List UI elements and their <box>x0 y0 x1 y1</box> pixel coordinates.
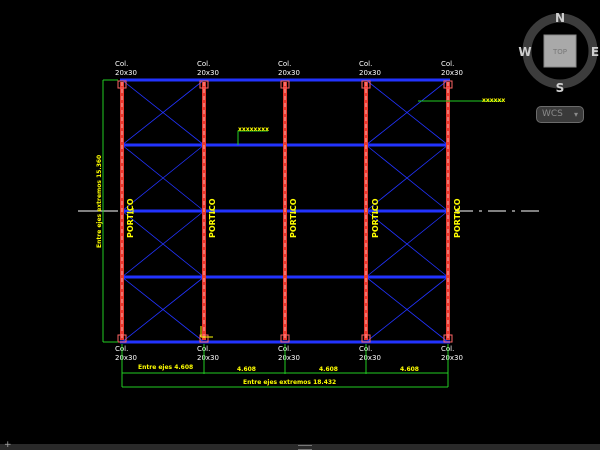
compass-west[interactable]: W <box>518 45 531 59</box>
compass-east[interactable]: E <box>591 45 599 59</box>
wcs-dropdown[interactable]: WCS ▾ <box>536 106 584 123</box>
dimension-labels: Entre ejes 4.608 4.608 4.608 4.608 Entre… <box>138 364 419 386</box>
column-5[interactable] <box>443 80 453 343</box>
svg-text:xxxxxx: xxxxxx <box>482 97 505 104</box>
dim-span-1: Entre ejes 4.608 <box>138 364 193 371</box>
viewcube-compass-ring[interactable] <box>522 13 598 89</box>
column-3[interactable] <box>280 80 290 343</box>
col-label-top-1: Col. <box>115 60 128 68</box>
portico-label-3: PORTICO <box>289 198 298 238</box>
dim-total: Entre ejes extremos 18.432 <box>243 379 336 386</box>
leader-annotation-2: xxxxxx <box>418 97 505 104</box>
portico-label-1: PORTICO <box>126 198 135 238</box>
leader-annotation-1: xxxxxxxx <box>237 126 269 145</box>
viewcube[interactable]: TOP N S W E <box>518 8 600 98</box>
grip-handle[interactable] <box>298 445 312 450</box>
chevron-down-icon: ▾ <box>573 110 578 119</box>
compass-north[interactable]: N <box>555 11 565 25</box>
col-size-bottom-4: 20x30 <box>359 354 381 362</box>
col-size-bottom-5: 20x30 <box>441 354 463 362</box>
vertical-dimension-label: Entre ejes extremos 15.360 <box>96 155 103 248</box>
svg-text:xxxxxxxx: xxxxxxxx <box>238 126 269 133</box>
wcs-label: WCS <box>542 109 563 119</box>
col-size-top-5: 20x30 <box>441 69 463 77</box>
bracing <box>121 79 449 343</box>
compass-south[interactable]: S <box>556 81 565 95</box>
viewcube-face-label: TOP <box>552 48 567 56</box>
col-size-top-1: 20x30 <box>115 69 137 77</box>
portico-labels: PORTICO PORTICO PORTICO PORTICO PORTICO <box>126 198 462 238</box>
base-marker <box>200 326 213 338</box>
col-size-top-2: 20x30 <box>197 69 219 77</box>
dim-span-2: 4.608 <box>237 366 256 373</box>
column-2[interactable] <box>199 80 209 343</box>
col-label-top-5: Col. <box>441 60 454 68</box>
col-size-top-3: 20x30 <box>278 69 300 77</box>
col-size-bottom-3: 20x30 <box>278 354 300 362</box>
dim-span-4: 4.608 <box>400 366 419 373</box>
horizontal-dimensions <box>121 344 449 388</box>
beam-ticks <box>132 208 459 214</box>
column-4[interactable] <box>361 80 371 343</box>
col-label-top-4: Col. <box>359 60 372 68</box>
portico-label-5: PORTICO <box>453 198 462 238</box>
vertical-dimension <box>102 79 118 343</box>
plus-icon[interactable]: + <box>4 440 12 450</box>
col-size-bottom-1: 20x30 <box>115 354 137 362</box>
column-1[interactable] <box>117 80 127 343</box>
portico-label-4: PORTICO <box>371 198 380 238</box>
columns <box>117 80 453 343</box>
col-size-bottom-2: 20x30 <box>197 354 219 362</box>
col-label-top-2: Col. <box>197 60 210 68</box>
dim-span-3: 4.608 <box>319 366 338 373</box>
viewcube-top-face[interactable] <box>543 34 577 68</box>
portico-label-2: PORTICO <box>208 198 217 238</box>
col-label-top-3: Col. <box>278 60 291 68</box>
col-size-top-4: 20x30 <box>359 69 381 77</box>
bottom-scrollbar[interactable]: + <box>0 440 600 450</box>
column-labels-bottom: Col. 20x30 Col. 20x30 Col. 20x30 Col. 20… <box>115 345 463 362</box>
column-labels-top: Col. 20x30 Col. 20x30 Col. 20x30 Col. 20… <box>115 60 463 77</box>
